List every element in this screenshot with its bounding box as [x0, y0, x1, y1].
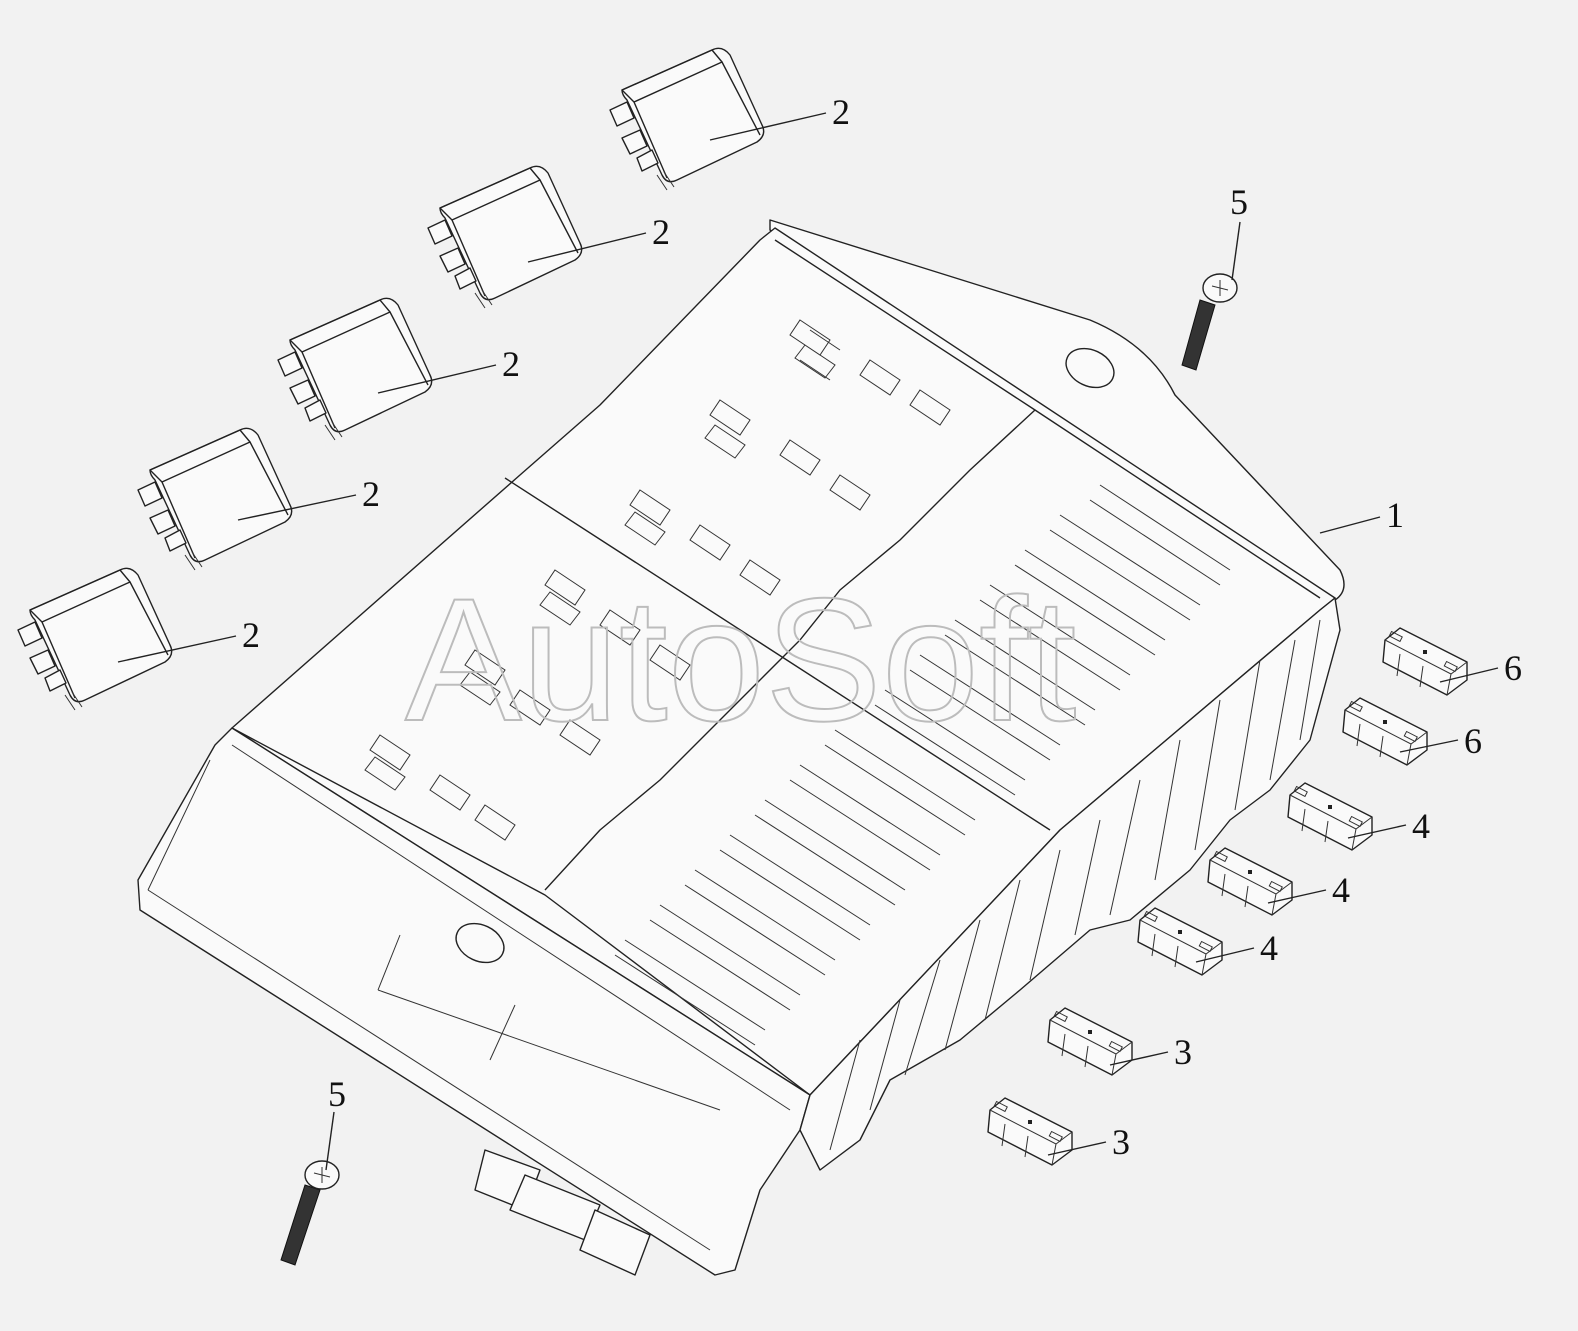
callout-2-relay-4: 2: [652, 212, 670, 252]
relay-2: [137, 427, 293, 571]
callout-4-c: 4: [1260, 928, 1278, 968]
watermark: AutoSoft: [405, 563, 1076, 758]
callout-2-relay-3: 2: [502, 344, 520, 384]
callout-5-top: 5: [1230, 182, 1248, 222]
callout-2-relay-2: 2: [362, 474, 380, 514]
relay-1: [17, 567, 173, 711]
callout-3-lower: 3: [1112, 1122, 1130, 1162]
callout-4-a: 4: [1412, 806, 1430, 846]
callout-6-b: 6: [1464, 721, 1482, 761]
screw-top: [1181, 273, 1238, 371]
fuse-6b: [1342, 697, 1428, 766]
relay-3: [277, 297, 433, 441]
callout-2-relay-1: 2: [242, 615, 260, 655]
fuse-3a: [1047, 1007, 1133, 1076]
callout-6-a: 6: [1504, 648, 1522, 688]
callout-labels: 1 2 2 2 2 2 3 3 4 4 4 5 5 6 6: [242, 92, 1522, 1162]
fuse-4a: [1287, 782, 1373, 851]
relay-5: [609, 47, 765, 191]
fuse-6a: [1382, 627, 1468, 696]
callout-5-bottom: 5: [328, 1074, 346, 1114]
fuse-4b: [1207, 847, 1293, 916]
fuse-3b: [987, 1097, 1073, 1166]
callout-4-b: 4: [1332, 870, 1350, 910]
screw-bottom: [280, 1160, 340, 1266]
callout-2-relay-5: 2: [832, 92, 850, 132]
relay-4: [427, 165, 583, 309]
fuse-box-housing: [137, 219, 1345, 1276]
leader-lines: [117, 112, 1499, 1171]
callout-1: 1: [1386, 495, 1404, 535]
fuse-4c: [1137, 907, 1223, 976]
callout-3-upper: 3: [1174, 1032, 1192, 1072]
